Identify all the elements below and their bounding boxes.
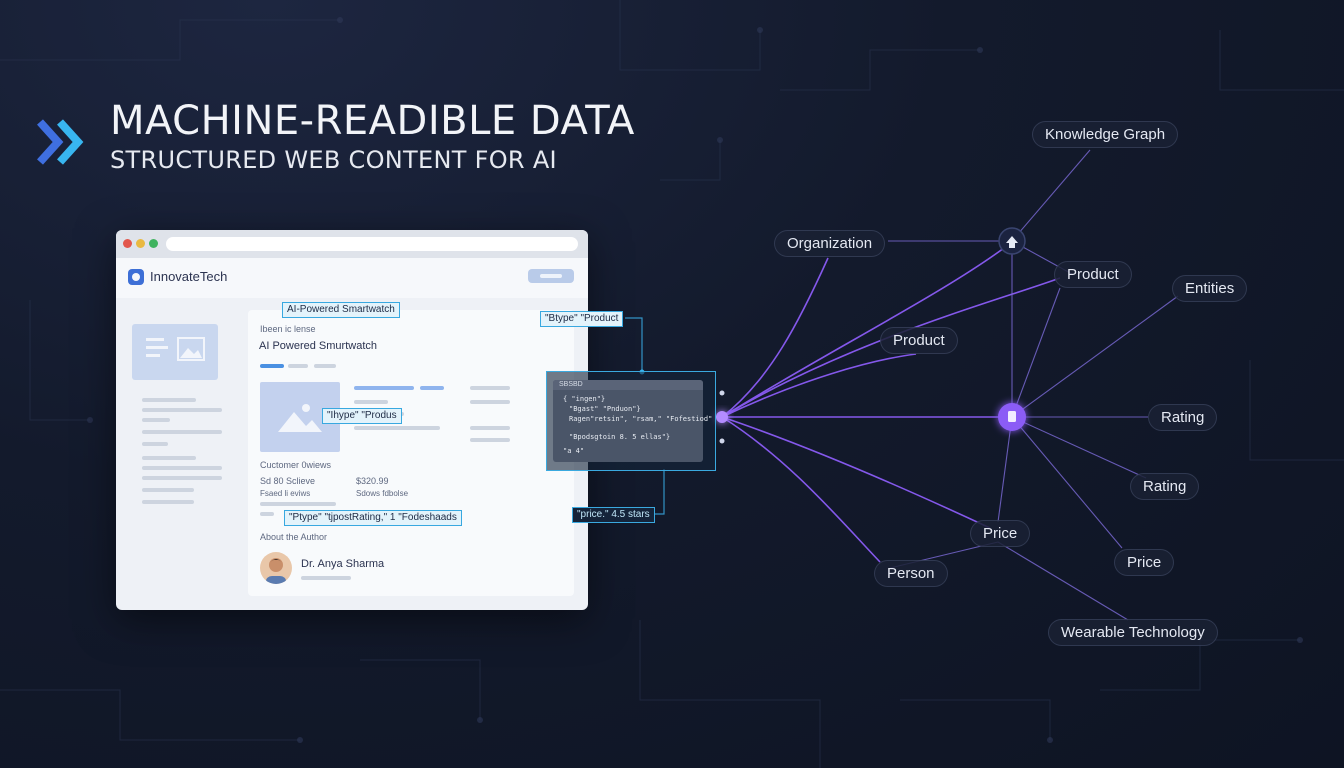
title-markup-tag: AI-Powered Smartwatch [282,302,400,318]
minimize-dot [136,239,145,248]
author-avatar [260,552,292,584]
page-title: MACHINE-READIBLE DATA [110,98,635,144]
author-name: Dr. Anya Sharma [301,558,385,570]
review-sub: Fsaed li eviws [260,489,311,498]
code-header: SBSBD [553,380,703,390]
node-person: Person [874,560,948,587]
code-line: "Bgast" "Pnduon"} [569,405,641,413]
code-line: Ragen"retsin", "rsam," "Fofestiod" [569,415,713,423]
home-icon [1006,236,1018,248]
node-organization: Organization [774,230,886,257]
source-node [716,411,728,423]
product-markup-tag: "Ihype" "Produs [322,408,402,424]
site-name: InnovateTech [150,269,228,284]
code-line: { "ingen"} [563,395,606,403]
node-product: Product [1054,261,1132,288]
product-content [248,310,574,596]
price-value: $320.99 [356,476,389,486]
node-rating: Rating [1130,473,1200,500]
node-entities: Entities [1172,275,1248,302]
site-menu-button [528,269,574,283]
product-title: AI Powered Smurtwatch [259,340,377,352]
node-rating: Rating [1148,404,1218,431]
node-wearable-technology: Wearable Technology [1048,619,1218,646]
node-price: Price [1114,549,1175,576]
node-product: Product [880,327,958,354]
code-line: "Bpodsgtoin 8. 5 ellas"} [569,433,671,441]
code-block: SBSBD { "ingen"} "Bgast" "Pnduon"} Ragen… [553,380,712,462]
chevron-logo-icon [37,119,84,165]
structured-data-panel: SBSBD { "ingen"} "Bgast" "Pnduon"} Ragen… [546,371,716,471]
price-sub: Sdows fdbolse [356,489,409,498]
maximize-dot [149,239,158,248]
document-icon [1008,411,1016,422]
code-line: "a 4" [563,447,585,455]
browser-toolbar [116,230,588,258]
review-note: Sd 80 Sclieve [260,476,316,486]
sidebar-image-icon [132,324,218,380]
close-dot [123,239,132,248]
node-knowledge-graph: Knowledge Graph [1032,121,1179,148]
reviews-label: Cuctomer 0wiews [260,460,332,470]
site-logo-icon [128,269,144,285]
address-bar [166,237,578,251]
author-heading: About the Author [260,532,328,542]
rating-markup-tag: "Ptype" "tjpostRating," 1 "Fodeshaads [284,510,462,526]
price-markup-tag: "price." 4.5 stars [572,507,655,523]
node-price: Price [970,520,1031,547]
page-subtitle: STRUCTURED WEB CONTENT FOR AI [110,146,557,174]
site-header: InnovateTech [116,258,588,298]
breadcrumb: Ibeen ic lense [260,324,316,334]
type-markup-tag: "Btype" "Product [540,311,624,327]
